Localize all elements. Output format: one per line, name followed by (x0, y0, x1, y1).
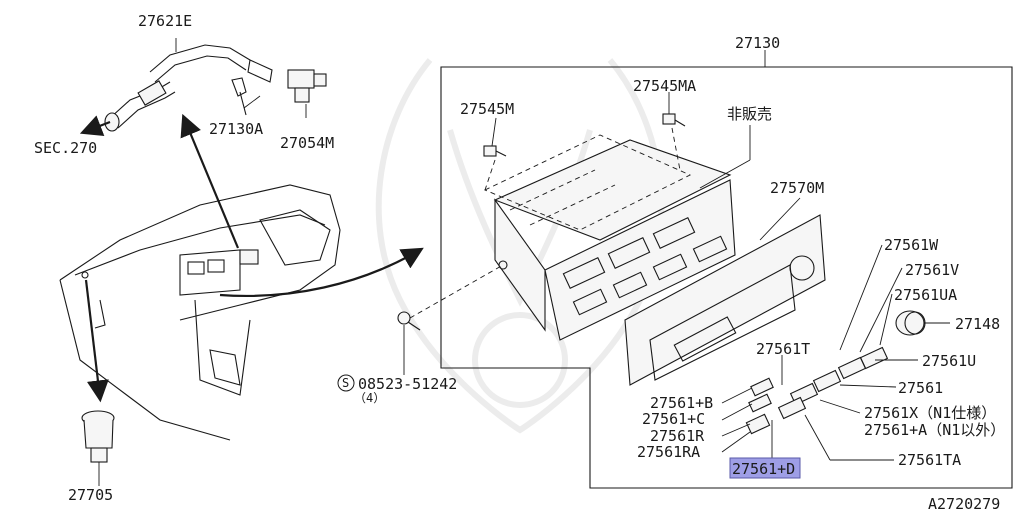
label-27705: 27705 (68, 486, 113, 504)
label-08523-51242: 08523-51242 (358, 375, 457, 393)
control-unit-27130 (493, 139, 736, 341)
label-not-for-sale: 非販売 (727, 105, 772, 123)
label-27621E: 27621E (138, 12, 192, 30)
diagram-id: A2720279 (928, 495, 1000, 511)
label-27561W: 27561W (884, 236, 939, 254)
label-sec270: SEC.270 (34, 139, 97, 157)
screw-08523-51242 (397, 311, 421, 331)
screw-27545M (483, 145, 507, 157)
hose-end (104, 112, 120, 132)
label-27561X: 27561X（N1仕様） (864, 404, 996, 422)
label-27561D: 27561+D (732, 460, 795, 478)
knob-27148 (895, 310, 926, 336)
label-27561: 27561 (898, 379, 943, 397)
label-27130: 27130 (735, 34, 780, 52)
label-screw-qty: （4） (354, 391, 385, 405)
label-27148: 27148 (955, 315, 1000, 333)
label-27561C: 27561+C (642, 410, 705, 428)
label-27561B: 27561+B (650, 394, 713, 412)
label-27561R: 27561R (650, 427, 705, 445)
sensor-27705 (81, 410, 115, 463)
screw-symbol-letter: S (342, 376, 349, 390)
screw-27545MA (662, 113, 686, 127)
label-27561A: 27561+A（N1以外） (864, 421, 1005, 439)
label-27561UA: 27561UA (894, 286, 957, 304)
label-27545MA: 27545MA (633, 77, 696, 95)
label-27561RA: 27561RA (637, 443, 700, 461)
label-27130A: 27130A (209, 120, 263, 138)
dashboard-illustration (59, 184, 341, 441)
connector-27054M (287, 69, 315, 89)
harness-assembly (104, 44, 327, 132)
label-27561T: 27561T (756, 340, 810, 358)
screw-symbol-circle (337, 374, 355, 392)
button-group (745, 346, 889, 435)
label-27561TA: 27561TA (898, 451, 961, 469)
label-27054M: 27054M (280, 134, 334, 152)
label-27545M: 27545M (460, 100, 514, 118)
highlight-box (729, 457, 801, 479)
label-27570M: 27570M (770, 179, 824, 197)
assembly-frame (440, 66, 1013, 489)
finisher-panel-27570M (624, 214, 826, 386)
label-27561V: 27561V (905, 261, 959, 279)
label-27561U: 27561U (922, 352, 976, 370)
